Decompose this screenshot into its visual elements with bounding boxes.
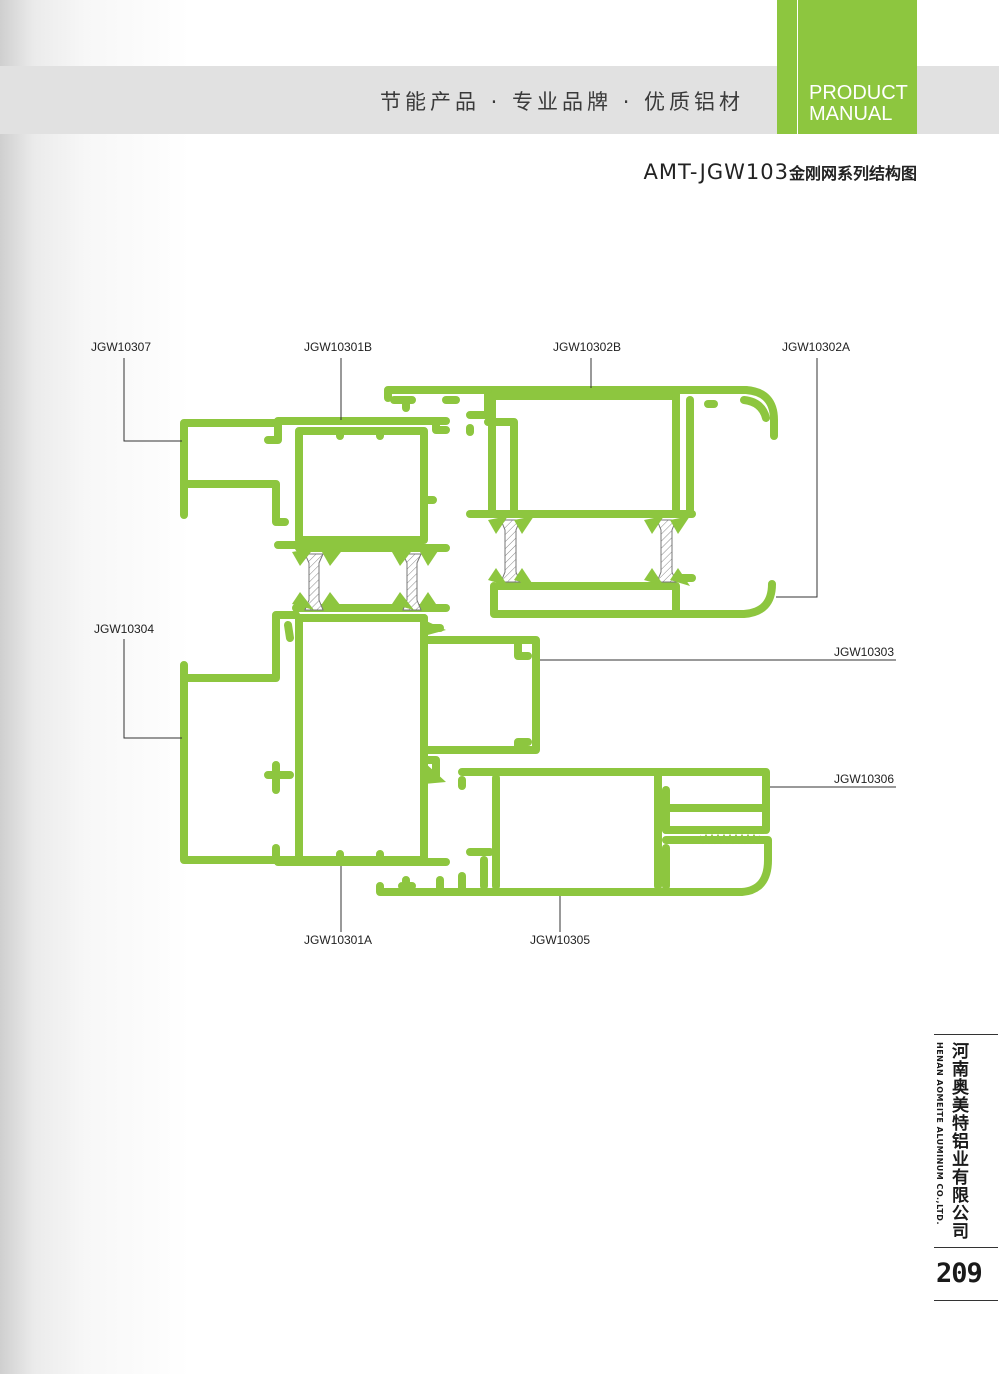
thermal-strip-2 [402,553,422,611]
page-spine-shadow [0,0,190,1374]
label-jgw10301a: JGW10301A [304,933,372,947]
thermal-strip-3 [500,519,521,583]
company-name-en: HENAN AOMEITE ALUMINUM CO.,LTD. [935,1042,944,1225]
thermal-break-strips [304,519,677,611]
label-jgw10304: JGW10304 [94,622,154,636]
tab-line-product: PRODUCT [809,82,908,104]
tab-divider [797,0,798,134]
product-manual-label: PRODUCT MANUAL [809,83,908,125]
label-jgw10305: JGW10305 [530,933,590,947]
strip-wedges [292,516,690,784]
brush-teeth [699,833,761,845]
company-name-cn: 河南奥美特铝业有限公司 [948,1042,968,1240]
page-number: 209 [936,1258,983,1289]
thermal-strip-1 [304,553,324,611]
label-jgw10306: JGW10306 [834,772,894,786]
header-slogan: 节能产品 · 专业品牌 · 优质铝材 [380,90,745,114]
profile-labels: JGW10307 JGW10301B JGW10302B JGW10302A J… [91,340,894,947]
tab-line-manual: MANUAL [809,103,893,125]
diagram-title-code: AMT-JGW103 [643,160,789,184]
page-number-rule [934,1300,998,1301]
profile-strokes [180,386,778,896]
leader-jgw10302a [776,358,818,598]
label-jgw10303: JGW10303 [834,645,894,659]
diagram-title: AMT-JGW103金刚网系列结构图 [644,160,917,184]
label-jgw10307: JGW10307 [91,340,151,354]
leader-jgw10304 [123,639,182,739]
diagram-title-name: 金刚网系列结构图 [788,164,917,183]
leader-lines [123,358,896,932]
label-jgw10302b: JGW10302B [553,340,621,354]
label-jgw10301b: JGW10301B [304,340,372,354]
company-block [934,1034,998,1248]
leader-jgw10307 [123,358,182,442]
product-manual-tab [777,0,917,134]
label-jgw10302a: JGW10302A [782,340,850,354]
thermal-strip-4 [656,519,677,583]
